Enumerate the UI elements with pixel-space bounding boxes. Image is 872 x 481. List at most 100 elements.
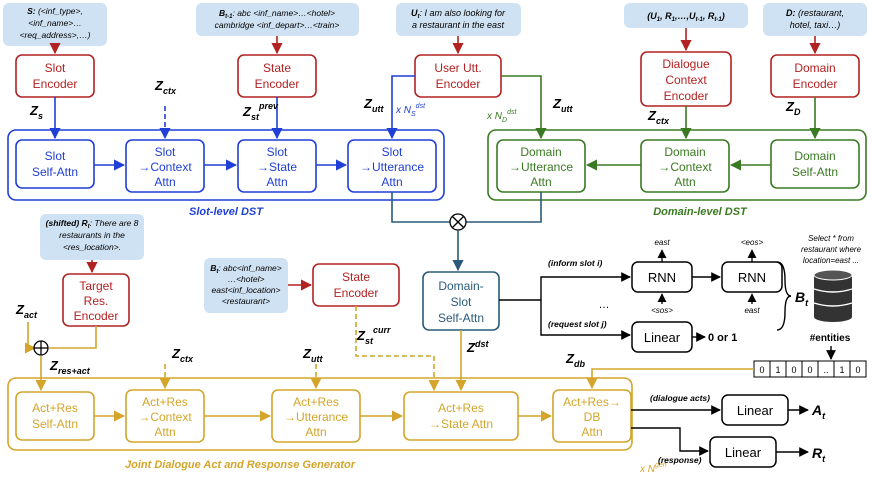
svg-text:…<hotel>: …<hotel> <box>228 274 265 284</box>
svg-text:0: 0 <box>855 365 860 375</box>
input-ctx: (U1, R1,…,Ut-1, Rt-1) <box>624 3 748 28</box>
svg-text:hotel, taxi…): hotel, taxi…) <box>790 20 841 30</box>
svg-text:Zutt: Zutt <box>363 96 384 114</box>
svg-text:Attn: Attn <box>154 425 175 439</box>
svg-text:D: (restaurant,: D: (restaurant, <box>786 8 844 18</box>
svg-text:Slot-level DST: Slot-level DST <box>189 206 264 218</box>
svg-text:Bt: Bt <box>795 289 809 308</box>
svg-text:..: .. <box>823 365 828 375</box>
svg-text:cambridge <inf_depart>…<train>: cambridge <inf_depart>…<train> <box>215 20 340 30</box>
svg-text:→State: →State <box>257 160 297 174</box>
svg-text:Attn: Attn <box>530 175 551 189</box>
svg-text:Linear: Linear <box>725 445 762 460</box>
svg-text:location=east ...: location=east ... <box>803 256 859 265</box>
encoder-to-dst-arrows <box>49 75 821 140</box>
svg-text:Self-Attn: Self-Attn <box>792 165 838 179</box>
svg-text:Domain-level DST: Domain-level DST <box>653 206 748 218</box>
svg-text:At: At <box>811 402 826 421</box>
svg-text:<sos>: <sos> <box>651 306 673 315</box>
svg-text:Attn: Attn <box>154 175 175 189</box>
svg-text:Slot: Slot <box>45 61 66 75</box>
svg-text:0: 0 <box>791 365 796 375</box>
svg-text:Domain: Domain <box>794 61 835 75</box>
svg-text:Bt-1: abc <inf_name>…<hotel>: Bt-1: abc <inf_name>…<hotel> <box>219 8 335 20</box>
svg-text:RNN: RNN <box>648 270 676 285</box>
svg-text:Act+Res→: Act+Res→ <box>563 395 621 409</box>
domain-level-dst: Domain →Utterance Attn Domain →Context A… <box>486 109 867 218</box>
target-res-encoder: Target Res. Encoder <box>62 273 130 327</box>
input-b-curr: Bt: abc<inf_name> …<hotel> east<inf_loca… <box>204 258 288 313</box>
domain-encoder: Domain Encoder <box>770 54 860 98</box>
svg-text:Self-Attn: Self-Attn <box>32 165 78 179</box>
input-b-prev: Bt-1: abc <inf_name>…<hotel> cambridge <… <box>196 3 359 36</box>
svg-text:(inform slot i): (inform slot i) <box>548 258 602 268</box>
combine-operator <box>391 192 542 272</box>
svg-text:a restaurant in the east: a restaurant in the east <box>412 20 505 30</box>
generator-input-arrows <box>24 306 754 392</box>
svg-text:ZD: ZD <box>785 99 801 117</box>
svg-text:Self-Attn: Self-Attn <box>32 417 78 431</box>
svg-text:Act+Res: Act+Res <box>142 395 188 409</box>
db-vector: 0 1 0 0 .. 1 0 <box>753 360 867 378</box>
database-icon <box>813 269 853 322</box>
svg-text:→Context: →Context <box>138 160 192 174</box>
svg-text:Domain: Domain <box>794 149 835 163</box>
svg-text:Joint Dialogue Act and Respons: Joint Dialogue Act and Response Generato… <box>125 459 356 471</box>
svg-text:Encoder: Encoder <box>436 77 481 91</box>
user-utt-encoder: User Utt. Encoder <box>414 54 502 98</box>
svg-text:Zres+act: Zres+act <box>49 358 91 376</box>
svg-text:Domain: Domain <box>664 145 705 159</box>
svg-text:Encoder: Encoder <box>334 286 379 300</box>
svg-text:Dialogue: Dialogue <box>662 57 710 71</box>
svg-text:Bt: abc<inf_name>: Bt: abc<inf_name> <box>210 263 281 275</box>
svg-text:1: 1 <box>839 365 844 375</box>
svg-text:<restaurant>: <restaurant> <box>222 296 270 306</box>
svg-text:<inf_name>…: <inf_name>… <box>28 18 81 28</box>
input-s: S: (<inf_type>, <inf_name>… <req_address… <box>3 3 107 46</box>
svg-text:Slot: Slot <box>267 145 288 159</box>
svg-text:Linear: Linear <box>737 403 774 418</box>
svg-text:0: 0 <box>759 365 764 375</box>
svg-text:(request slot j): (request slot j) <box>548 319 607 329</box>
svg-text:1: 1 <box>775 365 780 375</box>
svg-text:Attn: Attn <box>305 425 326 439</box>
svg-text:east: east <box>744 306 760 315</box>
svg-text:Zutt: Zutt <box>552 96 573 114</box>
svg-text:Act+Res: Act+Res <box>438 401 484 415</box>
svg-text:Zact: Zact <box>15 302 38 320</box>
svg-text:Zctx: Zctx <box>171 346 194 364</box>
svg-text:→Utterance: →Utterance <box>284 410 348 424</box>
svg-text:Zstprev: Zstprev <box>242 101 279 122</box>
svg-text:…: … <box>599 299 610 311</box>
svg-text:(dialogue acts): (dialogue acts) <box>650 393 710 403</box>
svg-text:Slot: Slot <box>451 295 472 309</box>
svg-text:Context: Context <box>665 73 707 87</box>
svg-text:<req_address>,…): <req_address>,…) <box>20 30 91 40</box>
svg-text:RNN: RNN <box>738 270 766 285</box>
state-encoder-top: State Encoder <box>237 54 317 98</box>
svg-text:Attn: Attn <box>266 175 287 189</box>
z-labels: Zs Zctx Zstprev Zutt Zutt Zctx ZD Zact Z… <box>15 78 801 376</box>
svg-text:Slot: Slot <box>382 145 403 159</box>
svg-text:Rt: Rt <box>812 445 826 464</box>
svg-text:Zctx: Zctx <box>154 78 177 96</box>
svg-text:east<inf_location>: east<inf_location> <box>212 285 281 295</box>
svg-text:Encoder: Encoder <box>793 77 838 91</box>
svg-text:<eos>: <eos> <box>741 238 764 247</box>
svg-text:Attn: Attn <box>581 425 602 439</box>
input-r: (shifted) Rt: There are 8 restaurants in… <box>40 214 144 260</box>
state-encoder-bottom: State Encoder <box>312 263 400 307</box>
svg-text:restaurants in the: restaurants in the <box>59 230 125 240</box>
svg-text:0: 0 <box>807 365 812 375</box>
svg-text:Domain-: Domain- <box>438 279 483 293</box>
svg-text:→Context: →Context <box>138 410 192 424</box>
input-arrows <box>49 28 821 291</box>
svg-text:Domain: Domain <box>520 145 561 159</box>
svg-text:→Context: →Context <box>658 160 712 174</box>
svg-text:0 or 1: 0 or 1 <box>708 332 737 344</box>
svg-text:Attn: Attn <box>381 175 402 189</box>
svg-text:(response): (response) <box>658 455 702 465</box>
svg-text:(U1, R1,…,Ut-1, Rt-1): (U1, R1,…,Ut-1, Rt-1) <box>647 11 724 23</box>
svg-text:→Utterance: →Utterance <box>360 160 424 174</box>
